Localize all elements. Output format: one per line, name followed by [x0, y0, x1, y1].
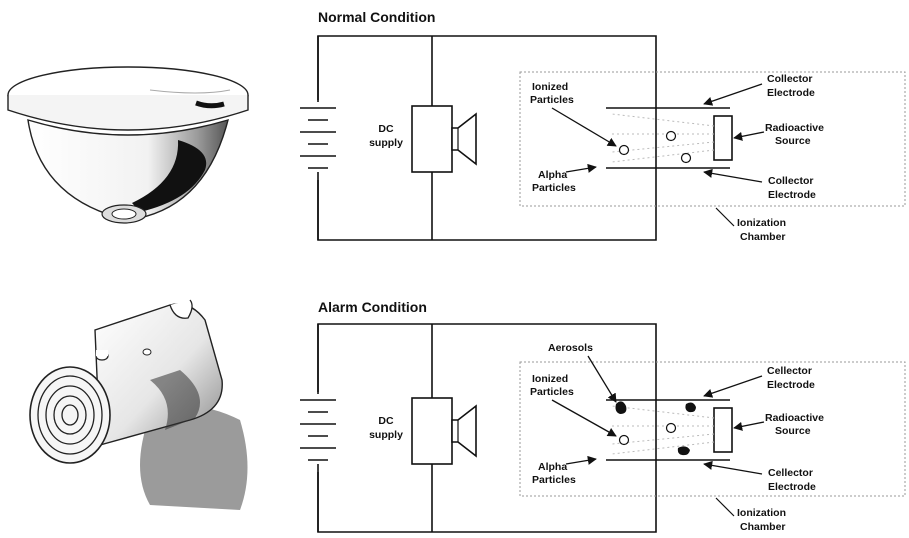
collector-bottom-label: Collector: [768, 175, 814, 187]
radioactive-source: [713, 115, 733, 161]
radioactive-label: Radioactive: [765, 412, 824, 424]
alpha-particles-label: Particles: [532, 474, 576, 486]
normal-title: Normal Condition: [318, 9, 435, 25]
dome-detector-illustration: [7, 66, 249, 224]
collector-top-label: Collector: [767, 73, 813, 85]
dc-label: DC: [378, 415, 394, 427]
aerosols-label: Aerosols: [548, 342, 593, 354]
battery-symbol: [300, 107, 336, 169]
electrode-bottom-label: Electrode: [768, 189, 816, 201]
aerosol-particle: [615, 401, 627, 414]
normal-condition-circuit: Normal Condition DC supply: [300, 9, 906, 243]
ion-particle: [665, 130, 677, 142]
ionization-label: Ionization: [737, 507, 786, 519]
supply-label: supply: [369, 137, 403, 149]
radioactive-label: Radioactive: [765, 122, 824, 134]
aerosol-particle: [677, 446, 690, 456]
ion-particle: [665, 422, 677, 434]
source-label: Source: [775, 425, 811, 437]
battery-symbol: [300, 399, 336, 461]
electrode-bottom-label: Electrode: [768, 481, 816, 493]
ion-particle: [618, 144, 630, 156]
ionization-chamber: [519, 71, 906, 207]
circuit-loop: [317, 323, 657, 533]
particles-label: Particles: [530, 94, 574, 106]
alpha-label: Alpha: [538, 461, 567, 473]
aerosol-particle: [685, 402, 696, 413]
supply-label: supply: [369, 429, 403, 441]
alpha-label: Alpha: [538, 169, 567, 181]
ion-particle: [680, 152, 692, 164]
radioactive-source: [713, 407, 733, 453]
alpha-particles-label: Particles: [532, 182, 576, 194]
chamber-label: Chamber: [740, 231, 786, 243]
ionization-chamber: [519, 361, 906, 497]
chamber-label: Chamber: [740, 521, 786, 533]
collector-top-label: Cellector: [767, 365, 812, 377]
source-label: Source: [775, 135, 811, 147]
ionized-label: Ionized: [532, 81, 568, 93]
alarm-condition-circuit: Alarm Condition DC supply: [300, 299, 906, 533]
alarm-horn: [411, 397, 477, 465]
electrode-top-label: Electrode: [767, 87, 815, 99]
particles-label: Particles: [530, 386, 574, 398]
ionized-label: Ionized: [532, 373, 568, 385]
electrode-top-label: Electrode: [767, 379, 815, 391]
ionization-label: Ionization: [737, 217, 786, 229]
ion-particle: [618, 434, 630, 446]
dc-label: DC: [378, 123, 394, 135]
cylinder-detector-illustration: [29, 299, 248, 510]
alarm-title: Alarm Condition: [318, 299, 427, 315]
collector-bottom-label: Cellector: [768, 467, 813, 479]
alarm-horn: [411, 105, 477, 173]
